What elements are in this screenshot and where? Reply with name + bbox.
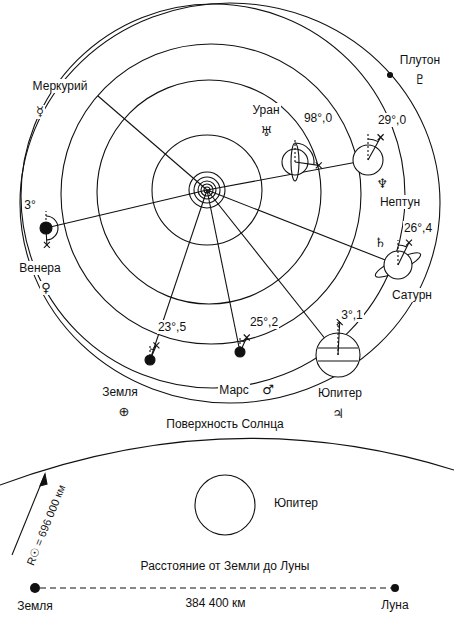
axis-tilt: 3°	[23, 198, 36, 212]
distance-value: 384 400 км	[184, 596, 246, 610]
axis-tilt: 98°,0	[303, 111, 333, 125]
planet-name: Уран	[251, 103, 280, 117]
planet-symbol: ♀	[40, 281, 52, 295]
planet-name: Марс	[218, 383, 249, 397]
planet-symbol: ☿	[35, 105, 45, 119]
planet-name: Нептун	[379, 195, 421, 209]
planet-name: Земля	[101, 385, 139, 399]
sun-radius-label: R☉ = 696 000 км	[23, 482, 69, 568]
planet-name: Юпитер	[317, 386, 363, 400]
body-name: Земля	[17, 599, 53, 613]
axis-tilt: 26°,4	[403, 221, 433, 235]
axis-tilt: 29°,0	[377, 113, 407, 127]
body-name: Луна	[381, 598, 408, 612]
planet-symbol: ♅	[259, 125, 273, 139]
axis-tilt: 25°,2	[249, 315, 279, 329]
body-dot: Луна	[391, 584, 399, 592]
planet-name: Сатурн	[391, 288, 433, 302]
planet-symbol: ⊕	[118, 405, 131, 419]
planet-name: Меркурий	[32, 79, 89, 93]
body-dot: Земля	[30, 583, 40, 593]
axis-tilt: 23°,5	[157, 320, 187, 334]
planet-symbol: ♆	[375, 177, 389, 191]
planet-symbol: ♄	[373, 236, 387, 250]
planet-name: Юпитер	[273, 496, 319, 510]
distance-line	[40, 587, 391, 588]
planet-symbol: ♂	[261, 383, 275, 397]
axis-tilt: 3°,1	[340, 308, 363, 322]
planet-name: Плутон	[399, 53, 441, 67]
body-dot-fill	[391, 584, 399, 592]
planet-name: Венера	[18, 261, 61, 275]
planet-symbol: ♇	[413, 73, 427, 87]
body-dot-fill	[30, 583, 40, 593]
sun-surface-label: Поверхность Солнца	[165, 417, 284, 431]
planet-symbol: ♃	[331, 407, 345, 421]
distance-title: Расстояние от Земли до Луны	[140, 559, 311, 573]
